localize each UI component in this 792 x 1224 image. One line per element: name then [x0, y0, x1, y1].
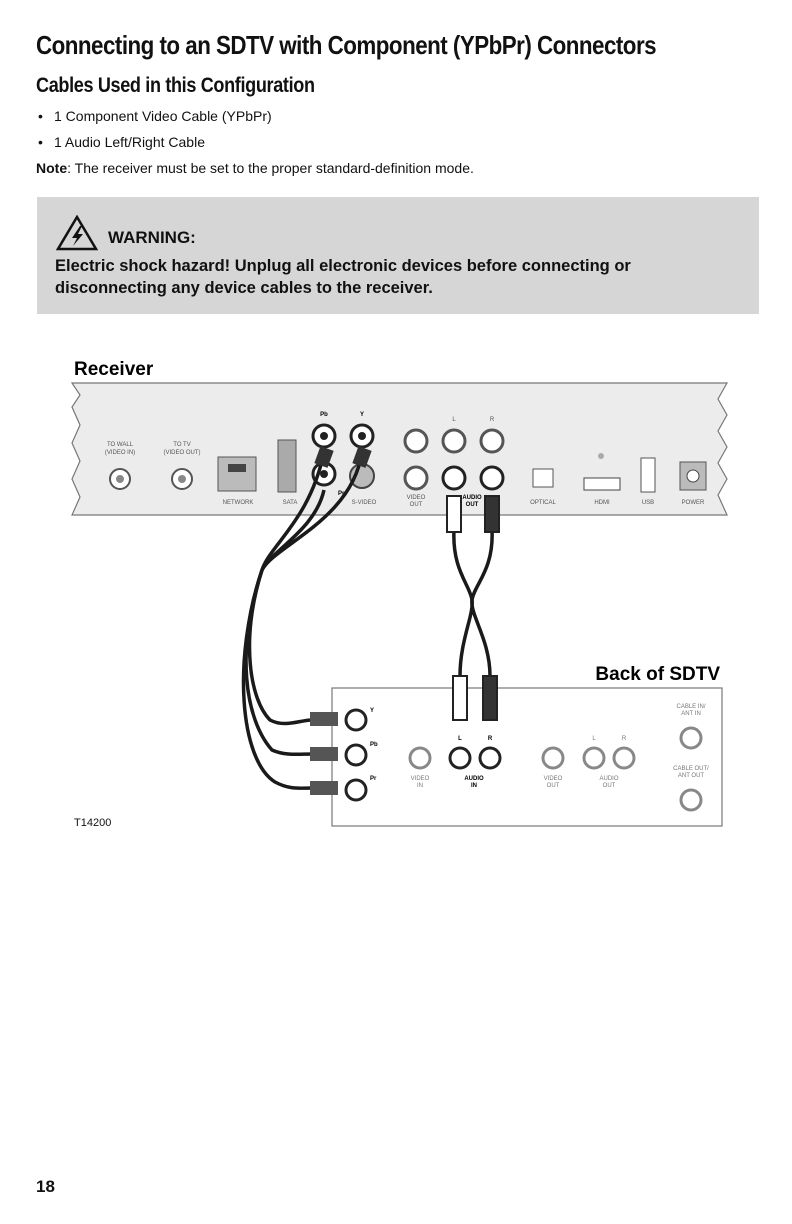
tv-port-label-audio-out-sub: OUT: [603, 783, 616, 789]
note-label: Note: [36, 160, 68, 176]
tv-port-label-cable-in: CABLE IN/: [676, 704, 705, 710]
usb-port: [640, 457, 656, 493]
tv-port-label-audio-in-sub: IN: [471, 783, 477, 789]
tv-port-label-y: Y: [370, 708, 374, 714]
tv-rca-port-video-out: [541, 746, 565, 770]
tv-port-label-cable-out-sub: ANT OUT: [678, 773, 705, 779]
tv-port-label-audio-out: AUDIO: [599, 776, 618, 782]
port-label-video-out: VIDEO: [407, 495, 426, 501]
port-label-network: NETWORK: [223, 500, 254, 506]
rca-port-upper-r: [479, 428, 505, 454]
port-label-audio-out: AUDIO: [462, 495, 482, 501]
network-port-pins: [228, 464, 246, 472]
port-label-to-wall-sub: (VIDEO IN): [105, 450, 135, 456]
tv-port-label-l: L: [458, 736, 462, 742]
page-title: Connecting to an SDTV with Component (YP…: [36, 30, 657, 60]
bullet-symbol: •: [38, 134, 43, 150]
receiver-panel: [70, 382, 729, 516]
port-label-sata: SATA: [283, 500, 298, 506]
rca-port-upper-1: [403, 428, 429, 454]
receiver-label: Receiver: [74, 359, 154, 380]
warning-text: Electric shock hazard! Unplug all electr…: [55, 257, 631, 297]
tv-port-label-l2: L: [592, 736, 596, 742]
rca-port-y-pin: [358, 432, 366, 440]
bullet-text: 1 Audio Left/Right Cable: [54, 134, 205, 150]
tv-rca-port-audio-out-l: [582, 746, 606, 770]
tv-port-label-r2: R: [622, 736, 627, 742]
tv-rca-port-audio-in-r: [478, 746, 502, 770]
tv-port-label-pb: Pb: [370, 742, 378, 748]
tv-port-label-r: R: [488, 736, 493, 742]
page-number: 18: [36, 1177, 55, 1196]
network-port: [217, 456, 257, 492]
tv-rca-port-pr: [344, 778, 368, 802]
section-heading: Cables Used in this Configuration: [36, 74, 315, 97]
coax-port-to-tv-pin: [178, 475, 186, 483]
port-label-usb: USB: [642, 500, 654, 506]
port-label-video-out-sub: OUT: [410, 502, 423, 508]
rca-port-audio-out-r: [479, 465, 505, 491]
rca-port-video-out: [403, 465, 429, 491]
tv-coax-port-cable-in: [679, 726, 703, 750]
port-label-hdmi: HDMI: [594, 500, 610, 506]
bullet-item-component-cable: • 1 Component Video Cable (YPbPr): [38, 108, 272, 124]
port-label-optical: OPTICAL: [530, 500, 556, 506]
power-port-socket: [686, 469, 700, 483]
port-label-audio-out-sub: OUT: [466, 502, 479, 508]
tv-port-label-audio-in: AUDIO: [464, 776, 484, 782]
port-label-to-wall: TO WALL: [107, 442, 134, 448]
tv-port-label-cable-in-sub: ANT IN: [681, 711, 701, 717]
port-label-to-tv: TO TV: [173, 442, 190, 448]
port-label-pb: Pb: [320, 412, 328, 418]
sdtv-panel: [331, 687, 723, 827]
bullet-text: 1 Component Video Cable (YPbPr): [54, 108, 272, 124]
port-label-l: L: [452, 417, 456, 423]
rca-port-pb-pin: [320, 432, 328, 440]
tv-port-label-video-out: VIDEO: [544, 776, 563, 782]
sata-port: [277, 439, 297, 493]
tv-port-label-pr: Pr: [370, 776, 377, 782]
rca-port-audio-out-l: [441, 465, 467, 491]
tv-port-label-video-in: VIDEO: [411, 776, 430, 782]
coax-port-to-wall-pin: [116, 475, 124, 483]
warning-box: [37, 197, 759, 314]
note-text: : The receiver must be set to the proper…: [67, 160, 474, 176]
note: Note: The receiver must be set to the pr…: [36, 160, 474, 176]
figure-id: T14200: [74, 817, 112, 829]
tv-rca-port-video-in: [408, 746, 432, 770]
tv-rca-port-audio-in-l: [448, 746, 472, 770]
optical-port: [532, 468, 554, 488]
tv-port-label-video-in-sub: IN: [417, 783, 423, 789]
port-label-power: POWER: [682, 500, 705, 506]
component-cable-plugs: [310, 446, 372, 795]
rca-port-pr-pin: [320, 470, 328, 478]
hdmi-port: [583, 477, 621, 491]
sdtv-label: Back of SDTV: [595, 664, 720, 685]
warning-heading: WARNING:: [108, 228, 196, 247]
port-label-r: R: [490, 417, 495, 423]
rca-port-upper-l: [441, 428, 467, 454]
tv-coax-port-cable-out: [679, 788, 703, 812]
hdmi-screw: [598, 453, 604, 459]
port-label-y: Y: [360, 412, 364, 418]
tv-port-label-cable-out: CABLE OUT/: [673, 766, 709, 772]
tv-port-label-video-out-sub: OUT: [547, 783, 560, 789]
electric-shock-warning-icon: [56, 215, 98, 251]
power-port: [679, 461, 707, 491]
port-label-pr: Pr: [338, 491, 345, 497]
component-video-cable: [241, 451, 364, 790]
tv-rca-port-pb: [344, 743, 368, 767]
port-label-to-tv-sub: (VIDEO OUT): [164, 450, 201, 456]
audio-lr-cable: [452, 529, 494, 677]
tv-rca-port-audio-out-r: [612, 746, 636, 770]
bullet-item-audio-cable: • 1 Audio Left/Right Cable: [38, 134, 205, 150]
audio-cable-plugs: [446, 495, 500, 721]
port-label-svideo: S-VIDEO: [352, 500, 377, 506]
bullet-symbol: •: [38, 108, 43, 124]
tv-rca-port-y: [344, 708, 368, 732]
